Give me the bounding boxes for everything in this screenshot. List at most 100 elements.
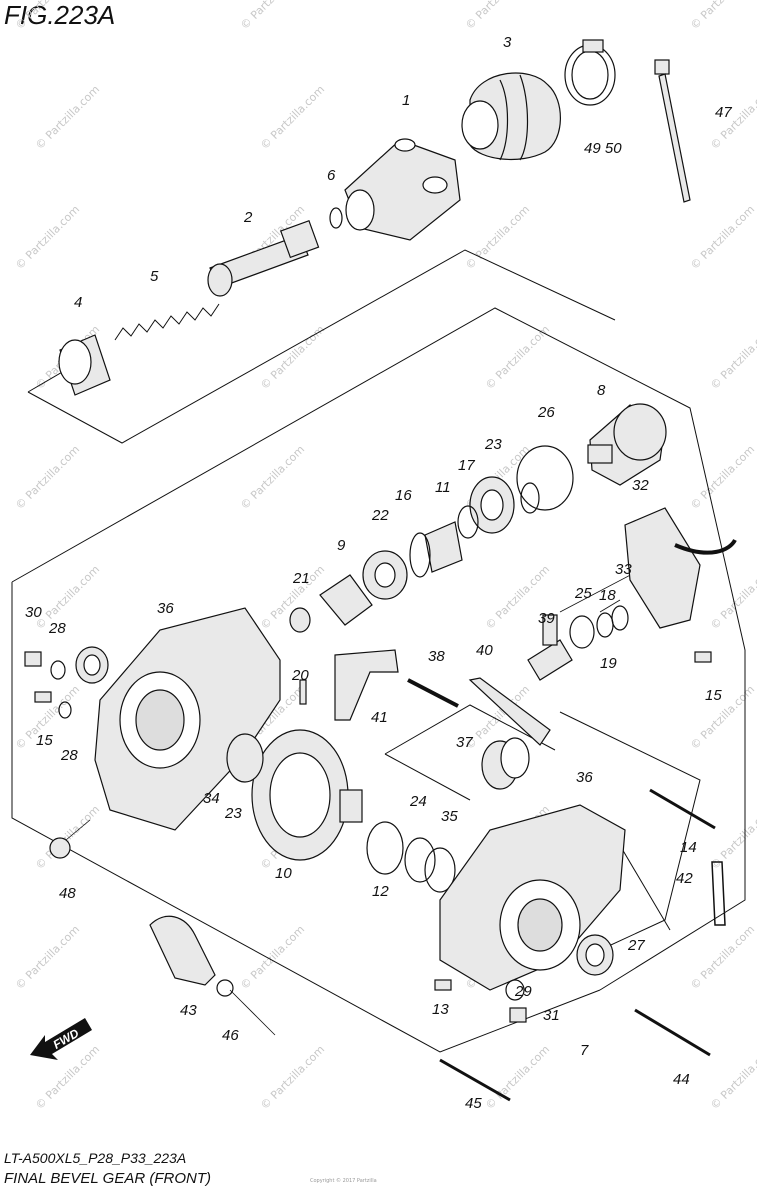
- callout-11: 11: [435, 479, 451, 496]
- part-rings-lower: [366, 821, 456, 893]
- callout-4: 4: [74, 294, 82, 311]
- part-bolts: [24, 651, 712, 1023]
- part-bearing-small: [226, 733, 264, 783]
- callout-3: 3: [503, 34, 512, 51]
- watermark-text: © Partzilla.com: [688, 203, 757, 272]
- watermark-text: © Partzilla.com: [708, 1043, 757, 1112]
- callout-46: 46: [222, 1027, 239, 1044]
- watermark-text: © Partzilla.com: [463, 203, 532, 272]
- watermark-text: © Partzilla.com: [688, 0, 757, 32]
- part-housing-left: [94, 607, 281, 831]
- callout-17: 17: [458, 457, 475, 474]
- watermark-text: © Partzilla.com: [688, 683, 757, 752]
- callout-44: 44: [673, 1071, 690, 1088]
- callout-22: 22: [371, 507, 389, 524]
- callout-35: 35: [441, 808, 458, 825]
- callout-32: 32: [632, 477, 649, 494]
- callout-15: 15: [705, 687, 722, 704]
- callout-19: 19: [600, 655, 617, 672]
- callout-37: 37: [456, 734, 473, 751]
- watermark-text: © Partzilla.com: [33, 563, 102, 632]
- watermark-text: © Partzilla.com: [238, 0, 307, 32]
- callout-6: 6: [327, 167, 336, 184]
- callout-36: 36: [157, 600, 174, 617]
- watermark-text: © Partzilla.com: [708, 323, 757, 392]
- callout-49-50: 49 50: [584, 140, 622, 157]
- part-seal-left: [75, 646, 109, 684]
- part-actuator: [527, 614, 573, 681]
- part-cable-tie: [654, 59, 691, 203]
- part-sleeve: [481, 737, 530, 790]
- figure-subtitle: FINAL BEVEL GEAR (FRONT): [4, 1170, 211, 1187]
- callout-2: 2: [243, 209, 253, 226]
- watermark-text: © Partzilla.com: [13, 0, 82, 32]
- callout-31: 31: [543, 1007, 560, 1024]
- watermark-text: © Partzilla.com: [708, 563, 757, 632]
- callout-16: 16: [395, 487, 412, 504]
- callout-38: 38: [428, 648, 445, 665]
- callout-labels: 1234567891011121314151516171819202122232…: [0, 0, 732, 1112]
- callout-30: 30: [25, 604, 42, 621]
- callout-45: 45: [465, 1095, 482, 1112]
- watermark-text: © Partzilla.com: [258, 1043, 327, 1112]
- callout-25: 25: [574, 585, 592, 602]
- callout-48: 48: [59, 885, 76, 902]
- callout-18: 18: [599, 587, 616, 604]
- watermark-text: © Partzilla.com: [688, 443, 757, 512]
- part-long-bolts: [439, 788, 716, 1102]
- callout-40: 40: [476, 642, 493, 659]
- part-universal-joint: [344, 138, 461, 241]
- part-seal: [576, 934, 614, 976]
- part-band-clamp: [564, 39, 616, 106]
- callout-1: 1: [402, 92, 410, 109]
- part-boot: [461, 72, 561, 161]
- part-pinion: [587, 403, 667, 486]
- watermark-text: © Partzilla.com: [13, 923, 82, 992]
- watermark-text: © Partzilla.com: [238, 923, 307, 992]
- callout-47: 47: [715, 104, 732, 121]
- copyright-note: Copyright © 2017 Partzilla: [310, 1178, 377, 1184]
- callout-20: 20: [291, 667, 309, 684]
- callout-23: 23: [484, 436, 502, 453]
- callout-27: 27: [627, 937, 645, 954]
- watermark-text: © Partzilla.com: [238, 443, 307, 512]
- watermark-text: © Partzilla.com: [13, 443, 82, 512]
- watermark-text: © Partzilla.com: [688, 923, 757, 992]
- figure-code: LT-A500XL5_P28_P33_223A: [4, 1150, 187, 1166]
- figure-title: FIG.223A: [4, 0, 116, 30]
- callout-52: 52: [0, 0, 17, 4]
- callout-12: 12: [372, 883, 389, 900]
- callout-41: 41: [371, 709, 388, 726]
- part-circlip: [329, 207, 343, 229]
- part-bearing-set: [362, 445, 574, 600]
- callout-43: 43: [180, 1002, 197, 1019]
- part-shift-fork: [334, 649, 399, 721]
- part-o-rings: [569, 605, 629, 649]
- callout-51: 51: [0, 0, 17, 4]
- part-ring-gear: [251, 729, 363, 861]
- callout-26: 26: [537, 404, 555, 421]
- part-spring: [114, 303, 220, 341]
- callout-36: 36: [576, 769, 593, 786]
- callout-13: 13: [432, 1001, 449, 1018]
- callout-28: 28: [60, 747, 78, 764]
- callout-15: 15: [36, 732, 53, 749]
- callout-9: 9: [337, 537, 346, 554]
- watermark-text: © Partzilla.com: [33, 83, 102, 152]
- callout-24: 24: [409, 793, 427, 810]
- watermark-text: © Partzilla.com: [483, 323, 552, 392]
- callout-28: 28: [48, 620, 66, 637]
- part-switch: [624, 507, 737, 629]
- callout-21: 21: [292, 570, 310, 587]
- watermark-text: © Partzilla.com: [483, 1043, 552, 1112]
- part-rod: [407, 678, 459, 708]
- callout-33: 33: [615, 561, 632, 578]
- callout-39: 39: [538, 610, 555, 627]
- callout-29: 29: [514, 983, 532, 1000]
- watermark-text: © Partzilla.com: [13, 203, 82, 272]
- part-spring-clip: [711, 861, 726, 926]
- part-cap: [58, 334, 111, 396]
- callout-42: 42: [676, 870, 693, 887]
- part-boot-lower: [149, 915, 234, 997]
- part-fork-lever: [468, 677, 551, 746]
